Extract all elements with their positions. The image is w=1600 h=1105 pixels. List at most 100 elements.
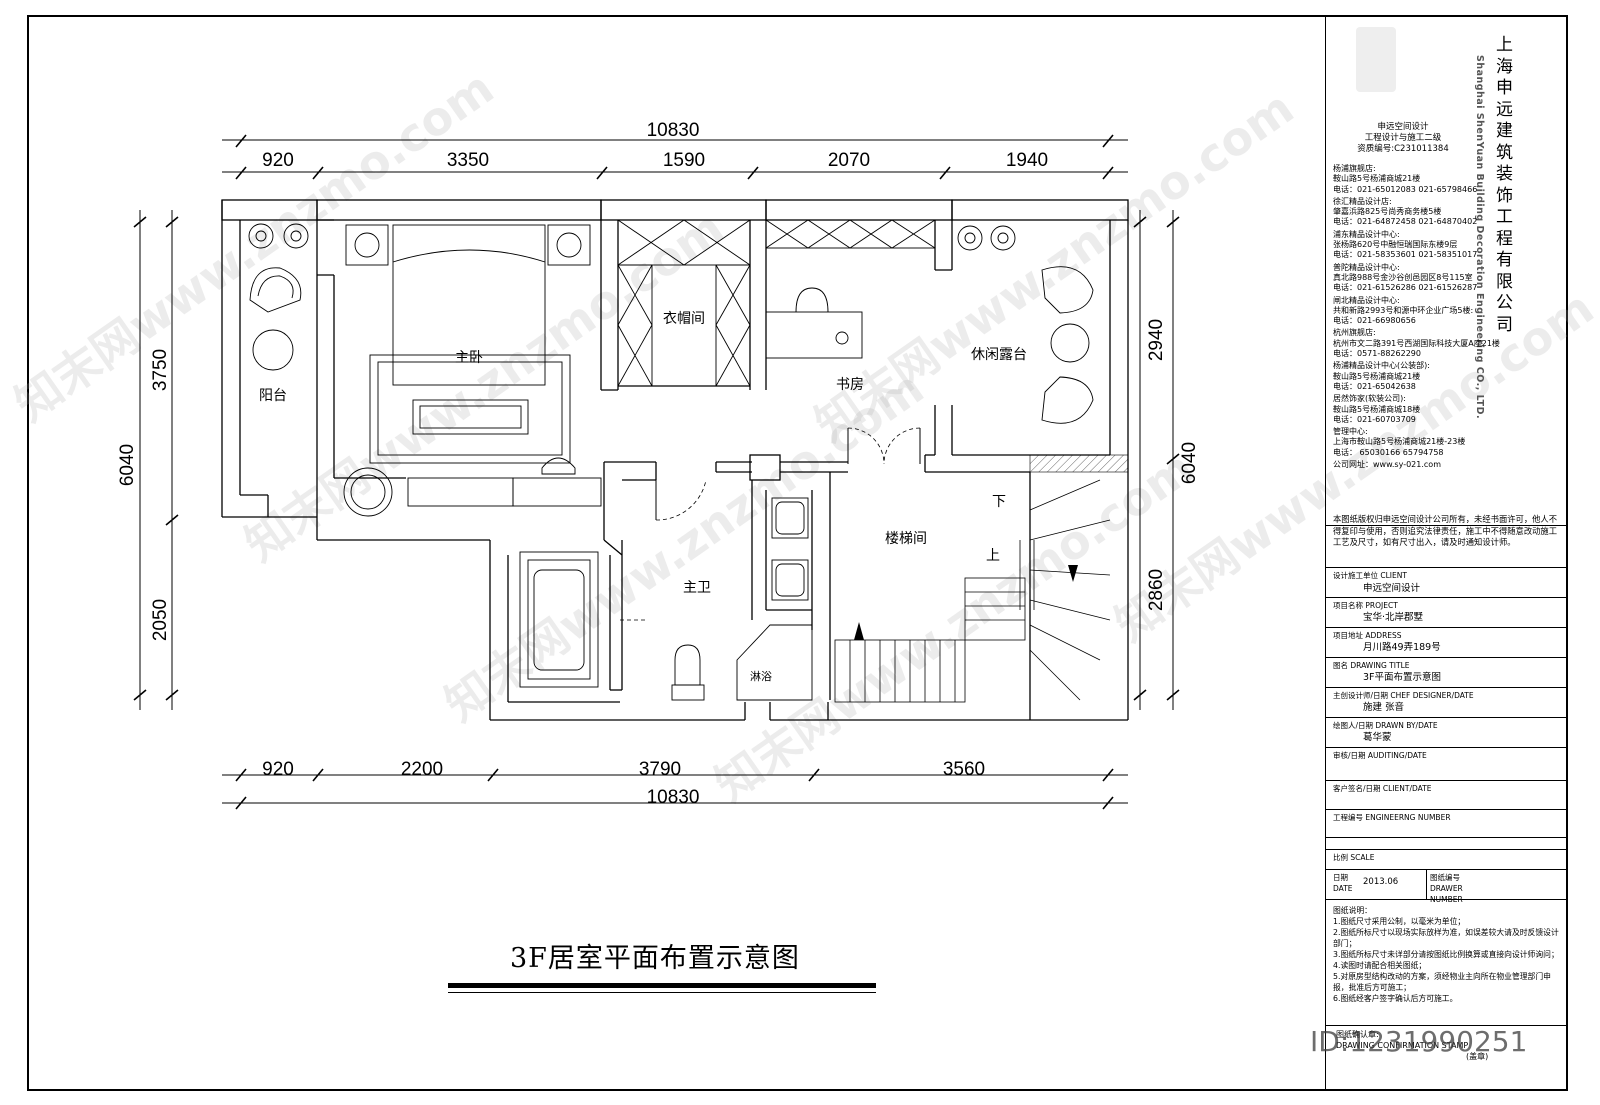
field-value-address: 月川路49弄189号 [1363,642,1441,653]
dim-top-part: 3350 [447,150,489,171]
staircase [834,479,1111,703]
branch-tel: 电话：021-65042638 [1333,381,1416,391]
credential-line: 资质编号:C231011384 [1357,144,1449,154]
branch-addr: 杭州市文二路391号西湖国际科技大厦A座21楼 [1333,338,1500,348]
dim-bottom-part: 3560 [943,759,985,780]
lounge-chair [249,267,302,313]
field-label: 审核/日期 AUDITING/DATE [1333,751,1427,760]
note-item: 3.图纸所标尺寸未详部分请按图纸比例换算或直接向设计师询问； [1333,950,1559,959]
room-label-master-bedroom: 主卧 [455,350,483,366]
branch-addr: 共和新路2993号和源中环企业广场5楼: [1333,305,1474,315]
title-underline [448,983,876,988]
branch-tel: 电话：021-60703709 [1333,414,1416,424]
rug [369,354,571,464]
branch-list: 杨浦旗舰店: 鞍山路5号杨浦商城21楼 电话：021-65012083 021-65… [1333,164,1558,470]
room-label-cloakroom: 衣帽间 [663,311,705,327]
company-website: 公司网址：www.sy-021.com [1333,460,1441,470]
branch-item: 浦东精品设计中心:张杨路620号中融恒瑞国际东楼9层电话：021-5835360… [1333,230,1558,261]
branch-name: 徐汇精品设计店: [1333,196,1392,206]
dim-bottom-part: 2200 [401,759,443,780]
armchair [343,467,393,517]
dim-top-part: 920 [262,150,294,171]
branch-item: 徐汇精品设计店:肇嘉浜路825号尚秀商务楼5楼电话：021-64872458 0… [1333,197,1558,228]
title-underline [448,992,876,993]
field-value-client: 申远空间设计 [1363,583,1421,594]
branch-name: 管理中心: [1333,427,1368,437]
room-label-stairwell: 楼梯间 [885,531,927,547]
dim-top-part: 2070 [828,150,870,171]
plant-icon [957,225,1016,251]
branch-name: 杨浦旗舰店: [1333,164,1376,173]
dim-right-part: 2940 [1146,319,1167,361]
lounge-chair [1041,376,1094,424]
branch-addr: 张杨路620号中融恒瑞国际东楼9层 [1333,240,1458,250]
desk [765,311,863,359]
branch-addr: 鞍山路5号杨浦商城21楼 [1333,371,1421,381]
room-label-study: 书房 [836,377,864,393]
dressing-table [512,477,602,507]
note-item: 2.图纸所标尺寸以现场实际放样为准，如误差较大请及时反馈设计部门； [1333,928,1559,948]
branch-tel: 电话：021-66980656 [1333,316,1416,326]
desk-chair [795,287,829,313]
field-label: 主创设计师/日期 CHEF DESIGNER/DATE [1333,691,1474,700]
note-item: 4.读图时请配合相关图纸； [1333,961,1427,970]
field-label: 比例 SCALE [1333,853,1375,862]
branch-tel: 电话：0571-88262290 [1333,349,1421,359]
title-block: 上海申远建筑装饰工程有限公司 Shanghai ShenYuan Buildin… [1325,17,1567,1089]
watermark-id: ID:1231990251 [1310,1025,1528,1058]
field-value-project: 宝华·北岸郡墅 [1363,612,1424,623]
lounge-chair [1041,266,1094,314]
bed [392,224,546,386]
drawing-notes: 图纸说明： 1.图纸尺寸采用公制，以毫米为单位； 2.图纸所标尺寸以现场实际放样… [1333,905,1559,1004]
branch-item: 居然饰家(软装公司):鞍山路5号杨浦商城18楼电话：021-60703709 [1333,394,1558,425]
company-logo [1356,27,1396,92]
branch-tel: 电话： 65030166 65794758 [1333,447,1444,457]
confirmation-stamp: 图纸确认章: DRAWING CONFIRMATION STAMP (盖章) [1336,1029,1488,1062]
branch-name: 浦东精品设计中心: [1333,229,1400,239]
branch-item: 普陀精品设计中心:真北路988号金沙谷创邑园区8号115室电话：021-6152… [1333,263,1558,294]
shower-area [736,624,813,701]
furniture [248,219,1111,703]
field-label: 绘图人/日期 DRAWN BY/DATE [1333,721,1438,730]
field-value-drawing: 3F平面布置示意图 [1363,672,1442,683]
branch-item: 管理中心:上海市鞍山路5号杨浦商城21楼-23楼电话： 65030166 657… [1333,427,1558,458]
branch-name: 普陀精品设计中心: [1333,262,1400,272]
bathtub [519,551,599,688]
dim-bottom-part: 920 [262,759,294,780]
dim-top-part: 1940 [1006,150,1048,171]
branch-name: 闸北精品设计中心: [1333,295,1400,305]
branch-item: 闸北精品设计中心:共和新路2993号和源中环企业广场5楼:电话：021-6698… [1333,296,1558,327]
dim-left-part: 3750 [150,349,171,391]
bedside-table [547,224,591,266]
branch-tel: 电话：021-64872458 021-64870402 [1333,217,1478,227]
field-label: 工程编号 ENGINEERNG NUMBER [1333,813,1451,822]
stair-label-up: 上 [986,548,1000,564]
plant-icon [248,223,309,249]
branch-name: 杨浦精品设计中心(公装部): [1333,361,1430,371]
credential-line: 工程设计与施工二级 [1364,133,1442,143]
field-label: 图纸编号 DRAWER NUMBER [1430,873,1463,904]
walls [221,199,1129,721]
plan-title: 3F居室平面布置示意图 [510,943,800,974]
field-label: 日期 DATE [1333,873,1353,893]
toilet [674,644,701,686]
stamp-label: 图纸确认章: [1336,1030,1379,1039]
room-label-shower: 淋浴 [750,670,772,683]
branch-tel: 电话：021-65012083 021-65798466 [1333,184,1478,194]
dim-left-part: 2050 [150,599,171,641]
dim-bottom-part: 3790 [639,759,681,780]
drawing-frame [27,15,1568,1091]
field-label: 项目名称 PROJECT [1333,601,1398,610]
branch-item: 杨浦精品设计中心(公装部):鞍山路5号杨浦商城21楼电话：021-6504263… [1333,361,1558,392]
bedside-table [345,224,389,266]
dim-left-total: 6040 [117,444,138,486]
stair-label-down: 下 [992,494,1006,510]
doors [620,427,921,621]
floor-plan: 10830 920 3350 1590 2070 1940 920 2200 3… [117,120,1200,810]
field-value-designer: 施建 张音 [1363,702,1405,713]
field-label: 客户签名/日期 CLIENT/DATE [1333,784,1432,793]
dim-top-total: 10830 [647,120,700,141]
dim-bottom-total: 10830 [647,787,700,808]
branch-name: 杭州旗舰店: [1333,328,1376,338]
round-table [252,329,294,371]
